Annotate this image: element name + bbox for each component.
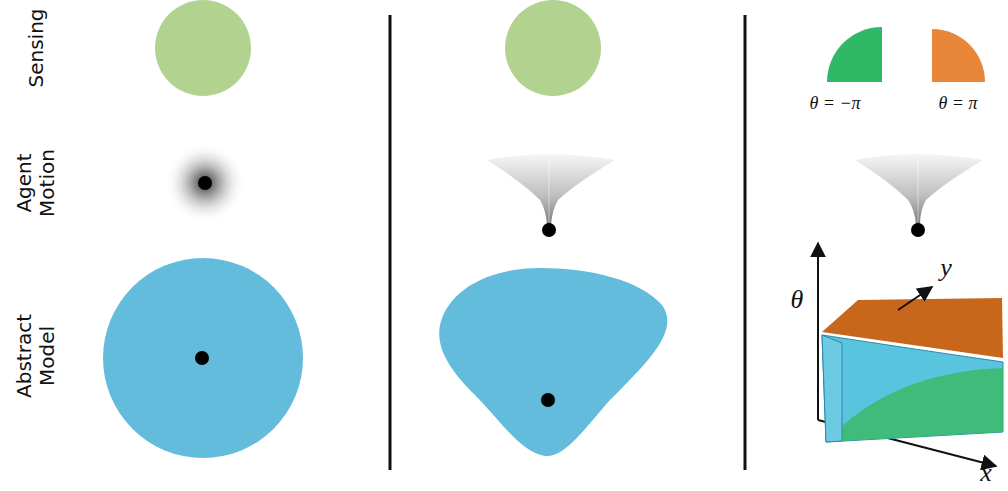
agent-dot bbox=[198, 176, 212, 190]
axis-label: y bbox=[940, 253, 952, 283]
angle-label: θ = −π bbox=[809, 93, 860, 114]
agent-dot bbox=[541, 393, 555, 407]
row-label: Agent Motion bbox=[13, 136, 59, 231]
sensing-disk bbox=[155, 0, 251, 96]
theta-axis bbox=[817, 243, 819, 420]
column-divider bbox=[389, 15, 392, 470]
y-axis bbox=[898, 287, 932, 310]
model-top-face bbox=[822, 298, 1003, 358]
column-divider bbox=[744, 15, 747, 470]
funnel-axis bbox=[918, 154, 919, 222]
motion-blur bbox=[165, 143, 245, 223]
agent-dot bbox=[195, 351, 209, 365]
agent-dot bbox=[542, 223, 556, 237]
row-label: Sensing bbox=[25, 8, 48, 87]
sensing-sector bbox=[932, 29, 985, 82]
motion-funnel bbox=[487, 154, 615, 225]
abstract-disk bbox=[103, 258, 303, 458]
model-side-face bbox=[822, 335, 842, 442]
funnel-axis bbox=[549, 154, 550, 222]
angle-label: θ = π bbox=[938, 93, 977, 114]
row-label: Abstract Model bbox=[13, 301, 59, 411]
agent-dot bbox=[911, 223, 925, 237]
motion-funnel bbox=[855, 154, 983, 225]
abstract-blob bbox=[439, 268, 667, 456]
axis-label: x bbox=[980, 458, 992, 488]
sensing-sector bbox=[827, 27, 882, 82]
axis-label: θ bbox=[791, 285, 804, 315]
model-bottom-face bbox=[826, 368, 1003, 442]
sensing-disk bbox=[505, 0, 601, 96]
